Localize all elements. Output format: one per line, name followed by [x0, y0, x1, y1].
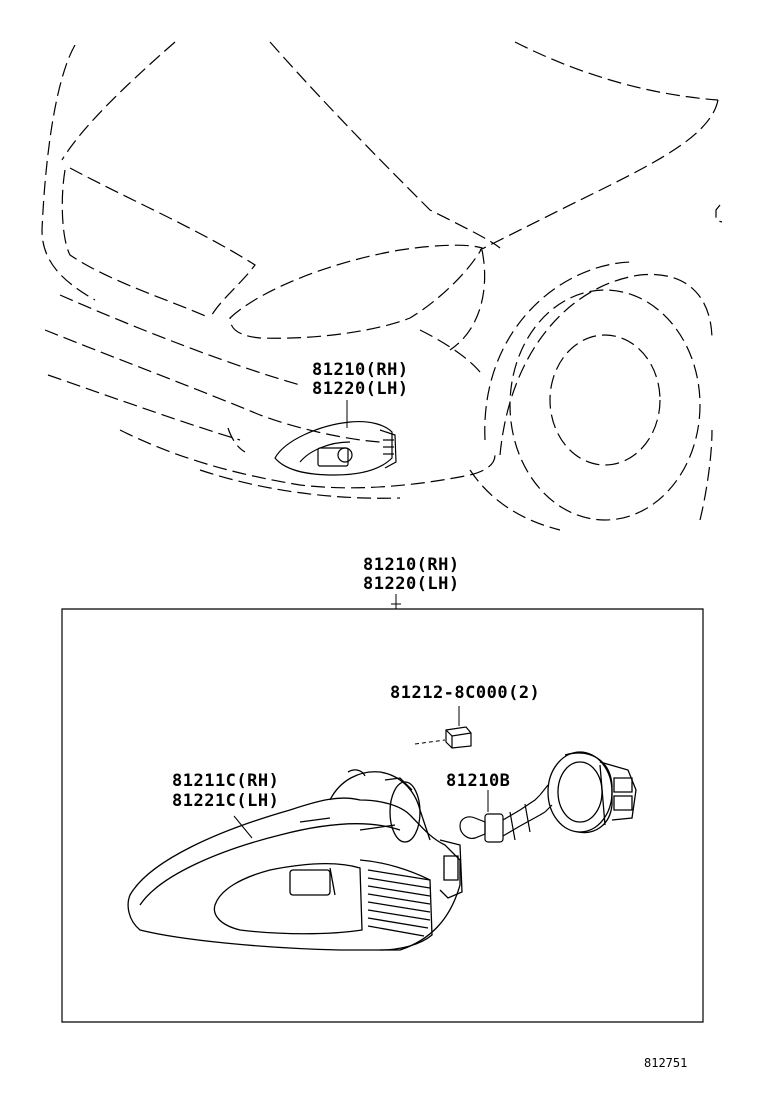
bulb-socket [460, 785, 552, 842]
box-label-lh: 81220(LH) [363, 574, 460, 594]
lens-label-lh: 81221C(LH) [172, 791, 280, 811]
fog-lamp-lens [128, 770, 462, 950]
car-label-lh: 81220(LH) [312, 379, 409, 399]
illustration-id: 812751 [644, 1056, 688, 1070]
socket-cover [548, 752, 636, 833]
socket-label: 81210B [446, 771, 511, 791]
bulb-part-label: 81212-8C000(2) [390, 683, 541, 703]
car-fog-lamp [275, 422, 396, 475]
car-label-rh: 81210(RH) [312, 360, 409, 380]
detail-frame [62, 609, 703, 1022]
lens-label-rh: 81211C(RH) [172, 771, 280, 791]
car-silhouette [42, 42, 722, 530]
bulb-part-icon [446, 727, 471, 748]
box-label-rh: 81210(RH) [363, 555, 460, 575]
